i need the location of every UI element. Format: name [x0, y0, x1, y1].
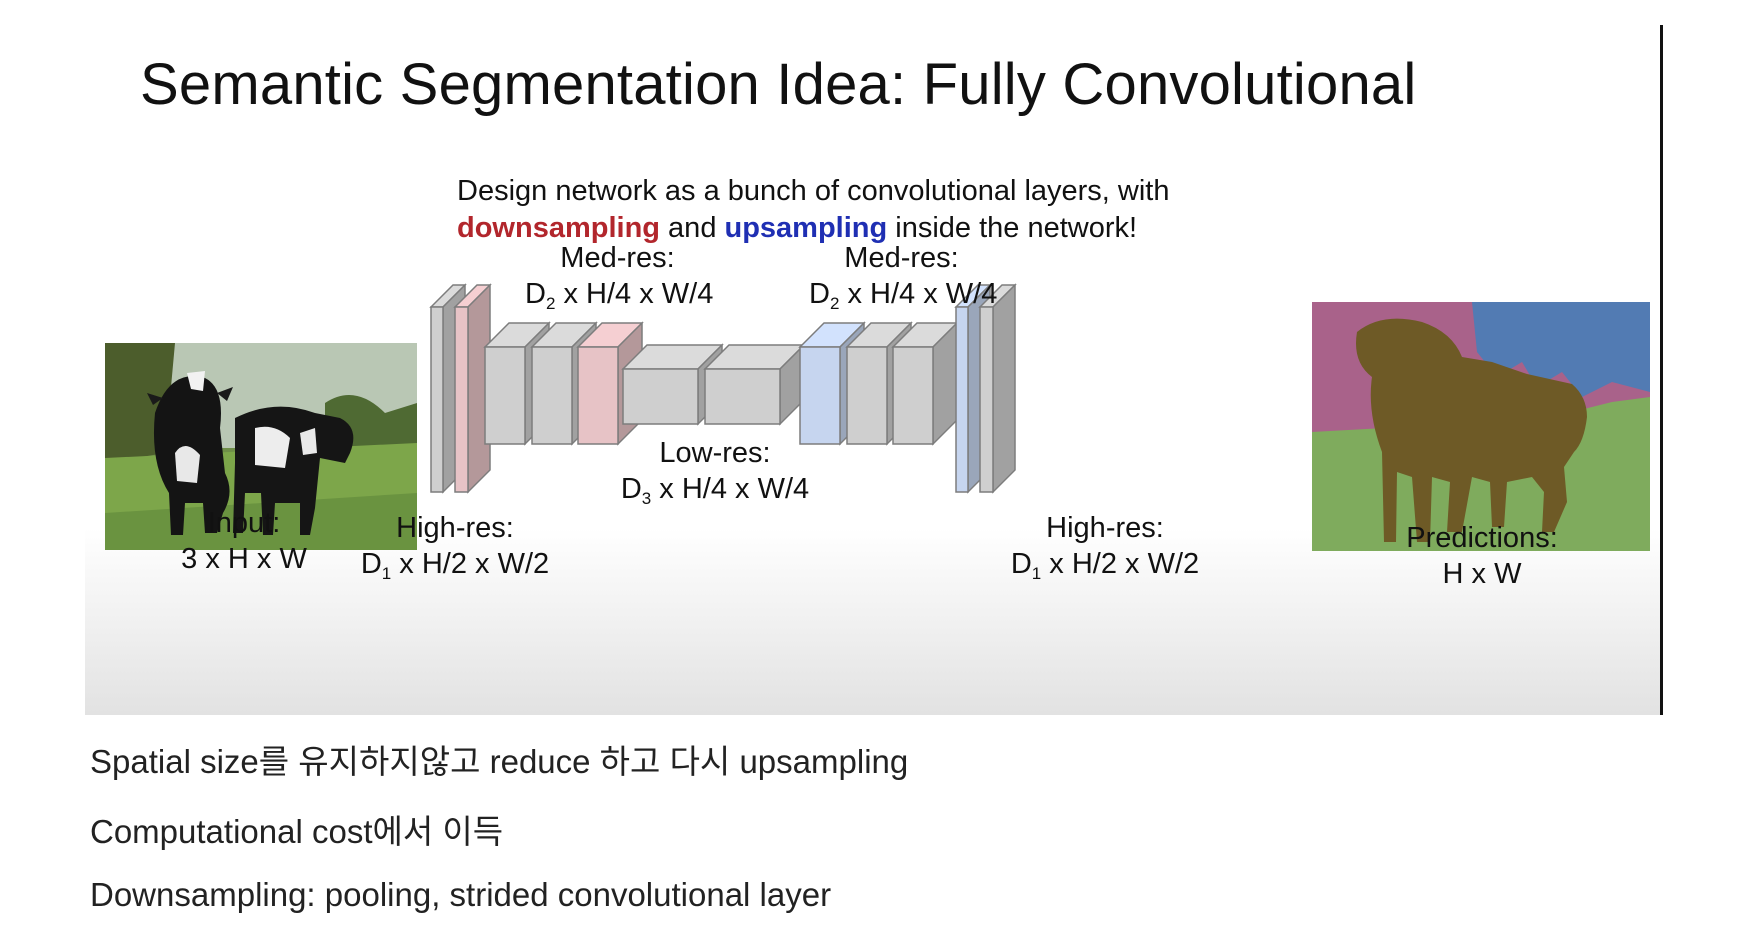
- med-res-left-label: Med-res: D2 x H/4 x W/4: [525, 240, 714, 322]
- low-res-dims: D3 x H/4 x W/4: [620, 473, 810, 508]
- layer-high-res-right-gray: [978, 283, 1017, 494]
- slide-description: Design network as a bunch of convolution…: [457, 173, 1170, 247]
- med-res-right-label: Med-res: D2 x H/4 x W/4: [809, 240, 998, 322]
- med-res-left-title: Med-res:: [560, 242, 675, 274]
- input-label: Input: 3 x H x W: [179, 505, 309, 577]
- description-line-2: downsampling and upsampling inside the n…: [457, 210, 1170, 247]
- med-res-right-title: Med-res:: [844, 242, 959, 274]
- low-res-title: Low-res:: [659, 437, 771, 469]
- downsampling-word: downsampling: [457, 212, 660, 244]
- network-diagram: [429, 283, 1017, 494]
- slide-right-border: [1660, 25, 1663, 715]
- high-res-right-dims: D1 x H/2 x W/2: [1010, 548, 1200, 583]
- layer-low-res-2: [703, 343, 806, 426]
- predictions-segmentation-map: [1312, 302, 1650, 551]
- high-res-right-title: High-res:: [1046, 512, 1164, 544]
- description-rest: inside the network!: [887, 212, 1138, 244]
- note-3: Downsampling: pooling, strided convoluti…: [90, 876, 832, 913]
- slide: Semantic Segmentation Idea: Fully Convol…: [85, 25, 1662, 715]
- predictions-label: Predictions: H x W: [1397, 520, 1567, 592]
- high-res-left-label: High-res: D1 x H/2 x W/2: [360, 510, 550, 592]
- input-cow-photo: [105, 343, 417, 550]
- high-res-left-title: High-res:: [396, 512, 514, 544]
- low-res-label: Low-res: D3 x H/4 x W/4: [620, 435, 810, 517]
- description-line-1: Design network as a bunch of convolution…: [457, 175, 1170, 207]
- med-res-right-dims: D2 x H/4 x W/4: [809, 278, 998, 313]
- predictions-title: Predictions:: [1406, 522, 1558, 554]
- high-res-left-dims: D1 x H/2 x W/2: [360, 548, 550, 583]
- layer-med-res-right-2: [891, 321, 959, 446]
- input-label-title: Input:: [207, 507, 281, 539]
- predictions-dims: H x W: [1442, 558, 1522, 590]
- note-2: Computational cost에서 이득: [90, 813, 504, 850]
- med-res-left-dims: D2 x H/4 x W/4: [525, 278, 714, 313]
- note-1: Spatial size를 유지하지않고 reduce 하고 다시 upsamp…: [90, 743, 909, 780]
- slide-title: Semantic Segmentation Idea: Fully Convol…: [140, 52, 1417, 117]
- input-label-dims: 3 x H x W: [181, 543, 307, 575]
- description-and: and: [660, 212, 725, 244]
- high-res-right-label: High-res: D1 x H/2 x W/2: [1010, 510, 1200, 592]
- upsampling-word: upsampling: [724, 212, 888, 244]
